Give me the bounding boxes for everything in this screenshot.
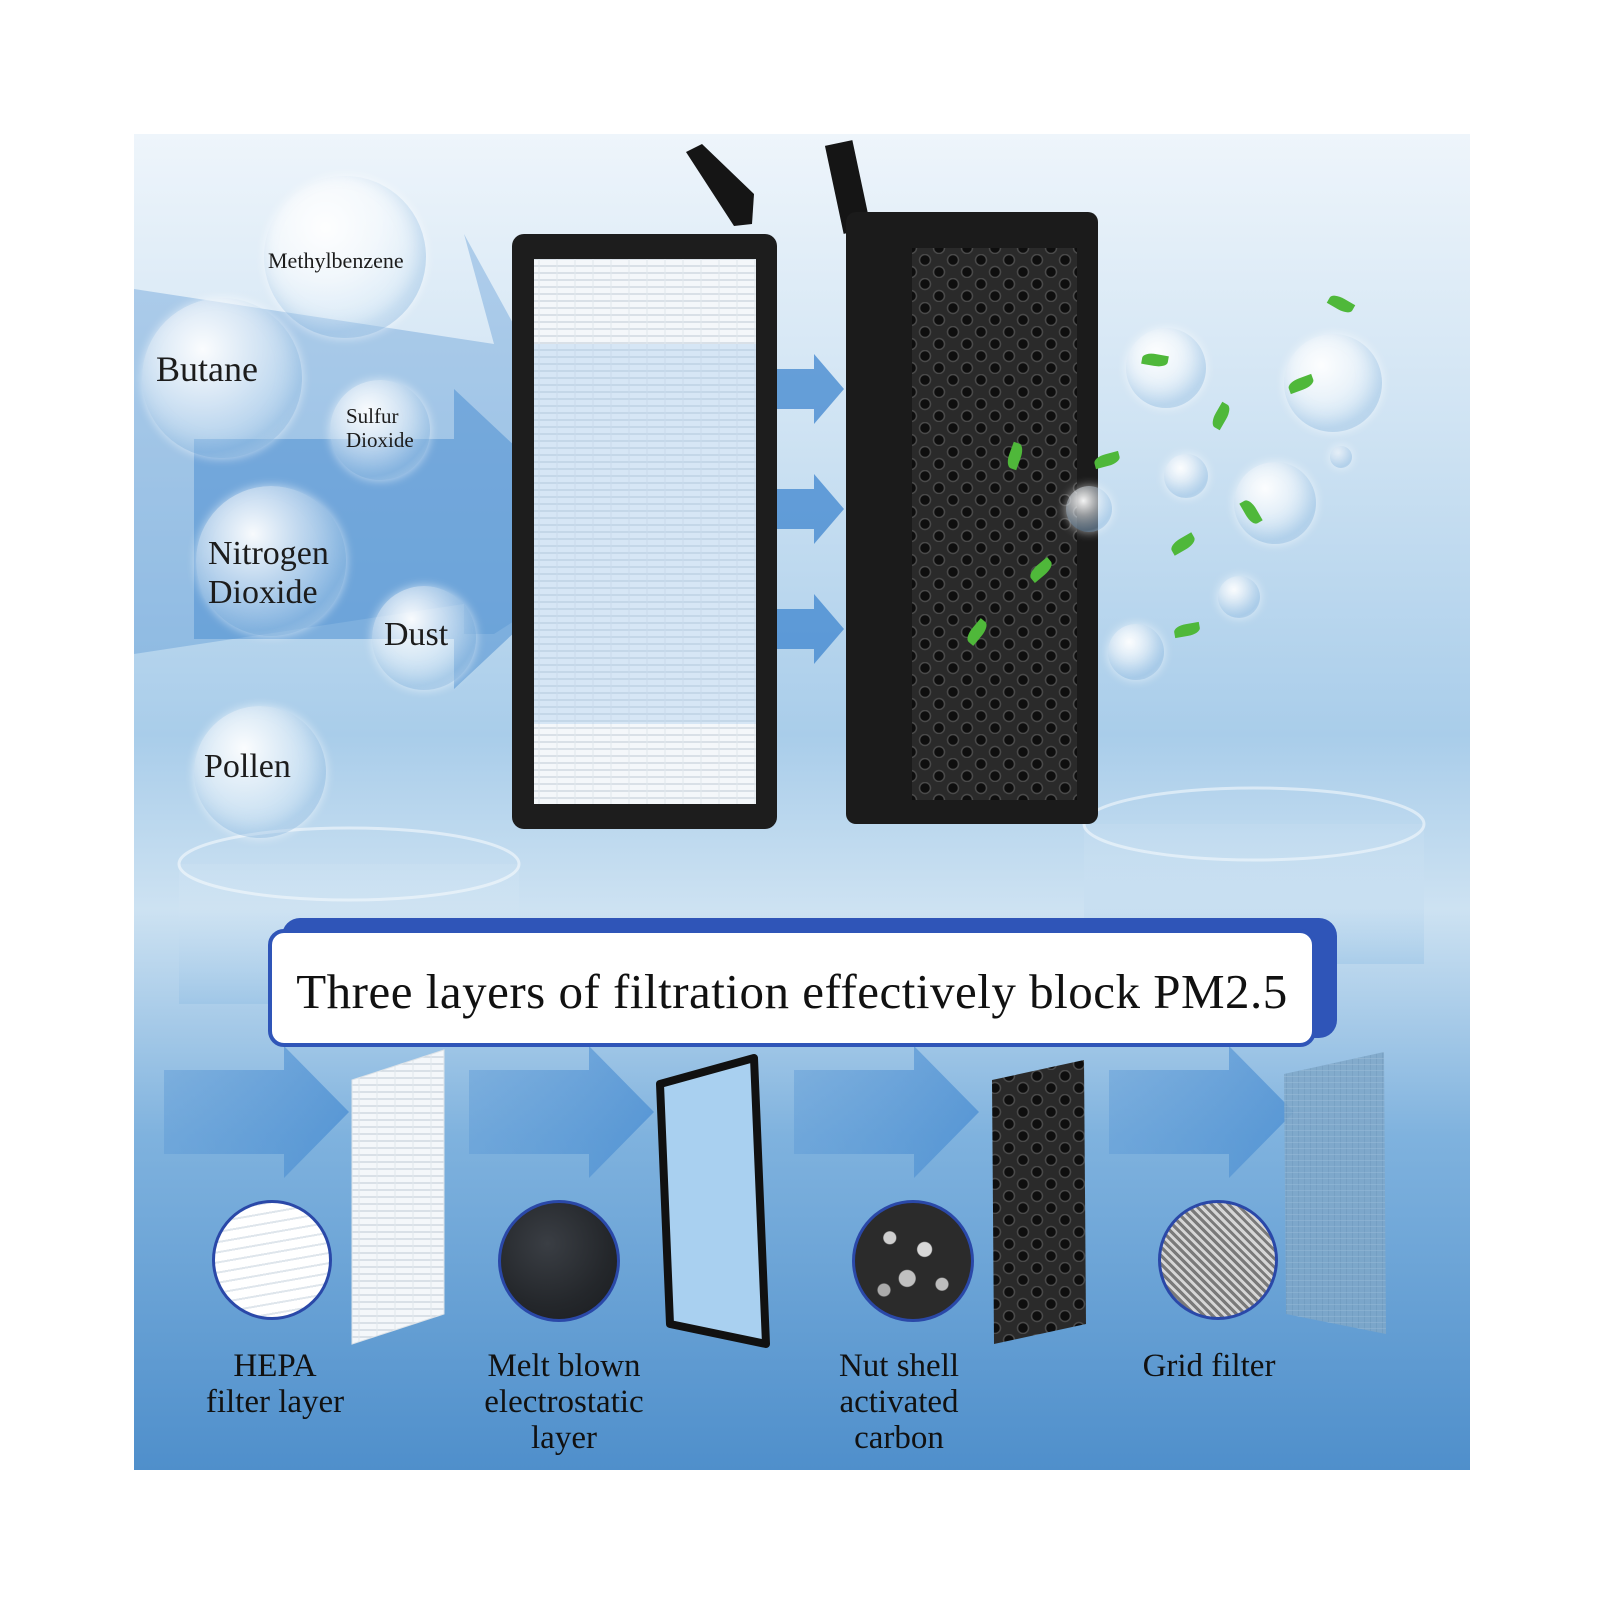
clean-air-bubble xyxy=(1108,624,1164,680)
melt-blown-layer-sheet xyxy=(656,1054,770,1348)
clean-air-bubble xyxy=(1330,446,1352,468)
sulfur-dioxide-bubble xyxy=(330,380,430,480)
headline-text: Three layers of filtration effectively b… xyxy=(296,964,1288,1019)
melt-blown-layer-label: Melt blown electrostatic layer xyxy=(484,1348,644,1456)
pollen-label: Pollen xyxy=(204,748,291,785)
carbon-layer-sheet xyxy=(992,1060,1086,1344)
hepa-filter-product xyxy=(512,144,777,829)
clean-air-bubble xyxy=(1164,454,1208,498)
sulfur-dioxide-label: Sulfur Dioxide xyxy=(346,404,414,452)
clean-air-bubble xyxy=(1066,486,1112,532)
methylbenzene-bubble xyxy=(264,176,426,338)
pollen-bubble xyxy=(194,706,326,838)
methylbenzene-label: Methylbenzene xyxy=(268,248,404,273)
headline-banner: Three layers of filtration effectively b… xyxy=(268,929,1316,1047)
dust-label: Dust xyxy=(384,616,449,653)
butane-label: Butane xyxy=(156,349,258,389)
grid-layer-sheet xyxy=(1284,1052,1386,1334)
product-panel: Methylbenzene Butane Sulfur Dioxide Nitr… xyxy=(134,134,1470,1470)
nitrogen-dioxide-label: Nitrogen Dioxide xyxy=(208,535,329,611)
activated-carbon-sample-circle xyxy=(852,1200,974,1322)
dust-bubble xyxy=(372,586,476,690)
hepa-sample-circle xyxy=(212,1200,332,1320)
background-art xyxy=(134,140,1426,1348)
hepa-layer-sheet xyxy=(351,1049,445,1345)
clean-air-bubble xyxy=(1126,328,1206,408)
grid-sample-circle xyxy=(1158,1200,1278,1320)
clean-air-bubble xyxy=(1218,576,1260,618)
carbon-filter-product xyxy=(824,140,1098,824)
butane-bubble xyxy=(142,298,302,458)
nitrogen-dioxide-bubble xyxy=(196,486,346,636)
hepa-layer-label: HEPA filter layer xyxy=(205,1348,345,1420)
melt-blown-sample-circle xyxy=(498,1200,620,1322)
activated-carbon-layer-label: Nut shell activated carbon xyxy=(838,1348,960,1456)
grid-filter-layer-label: Grid filter xyxy=(1142,1348,1276,1384)
